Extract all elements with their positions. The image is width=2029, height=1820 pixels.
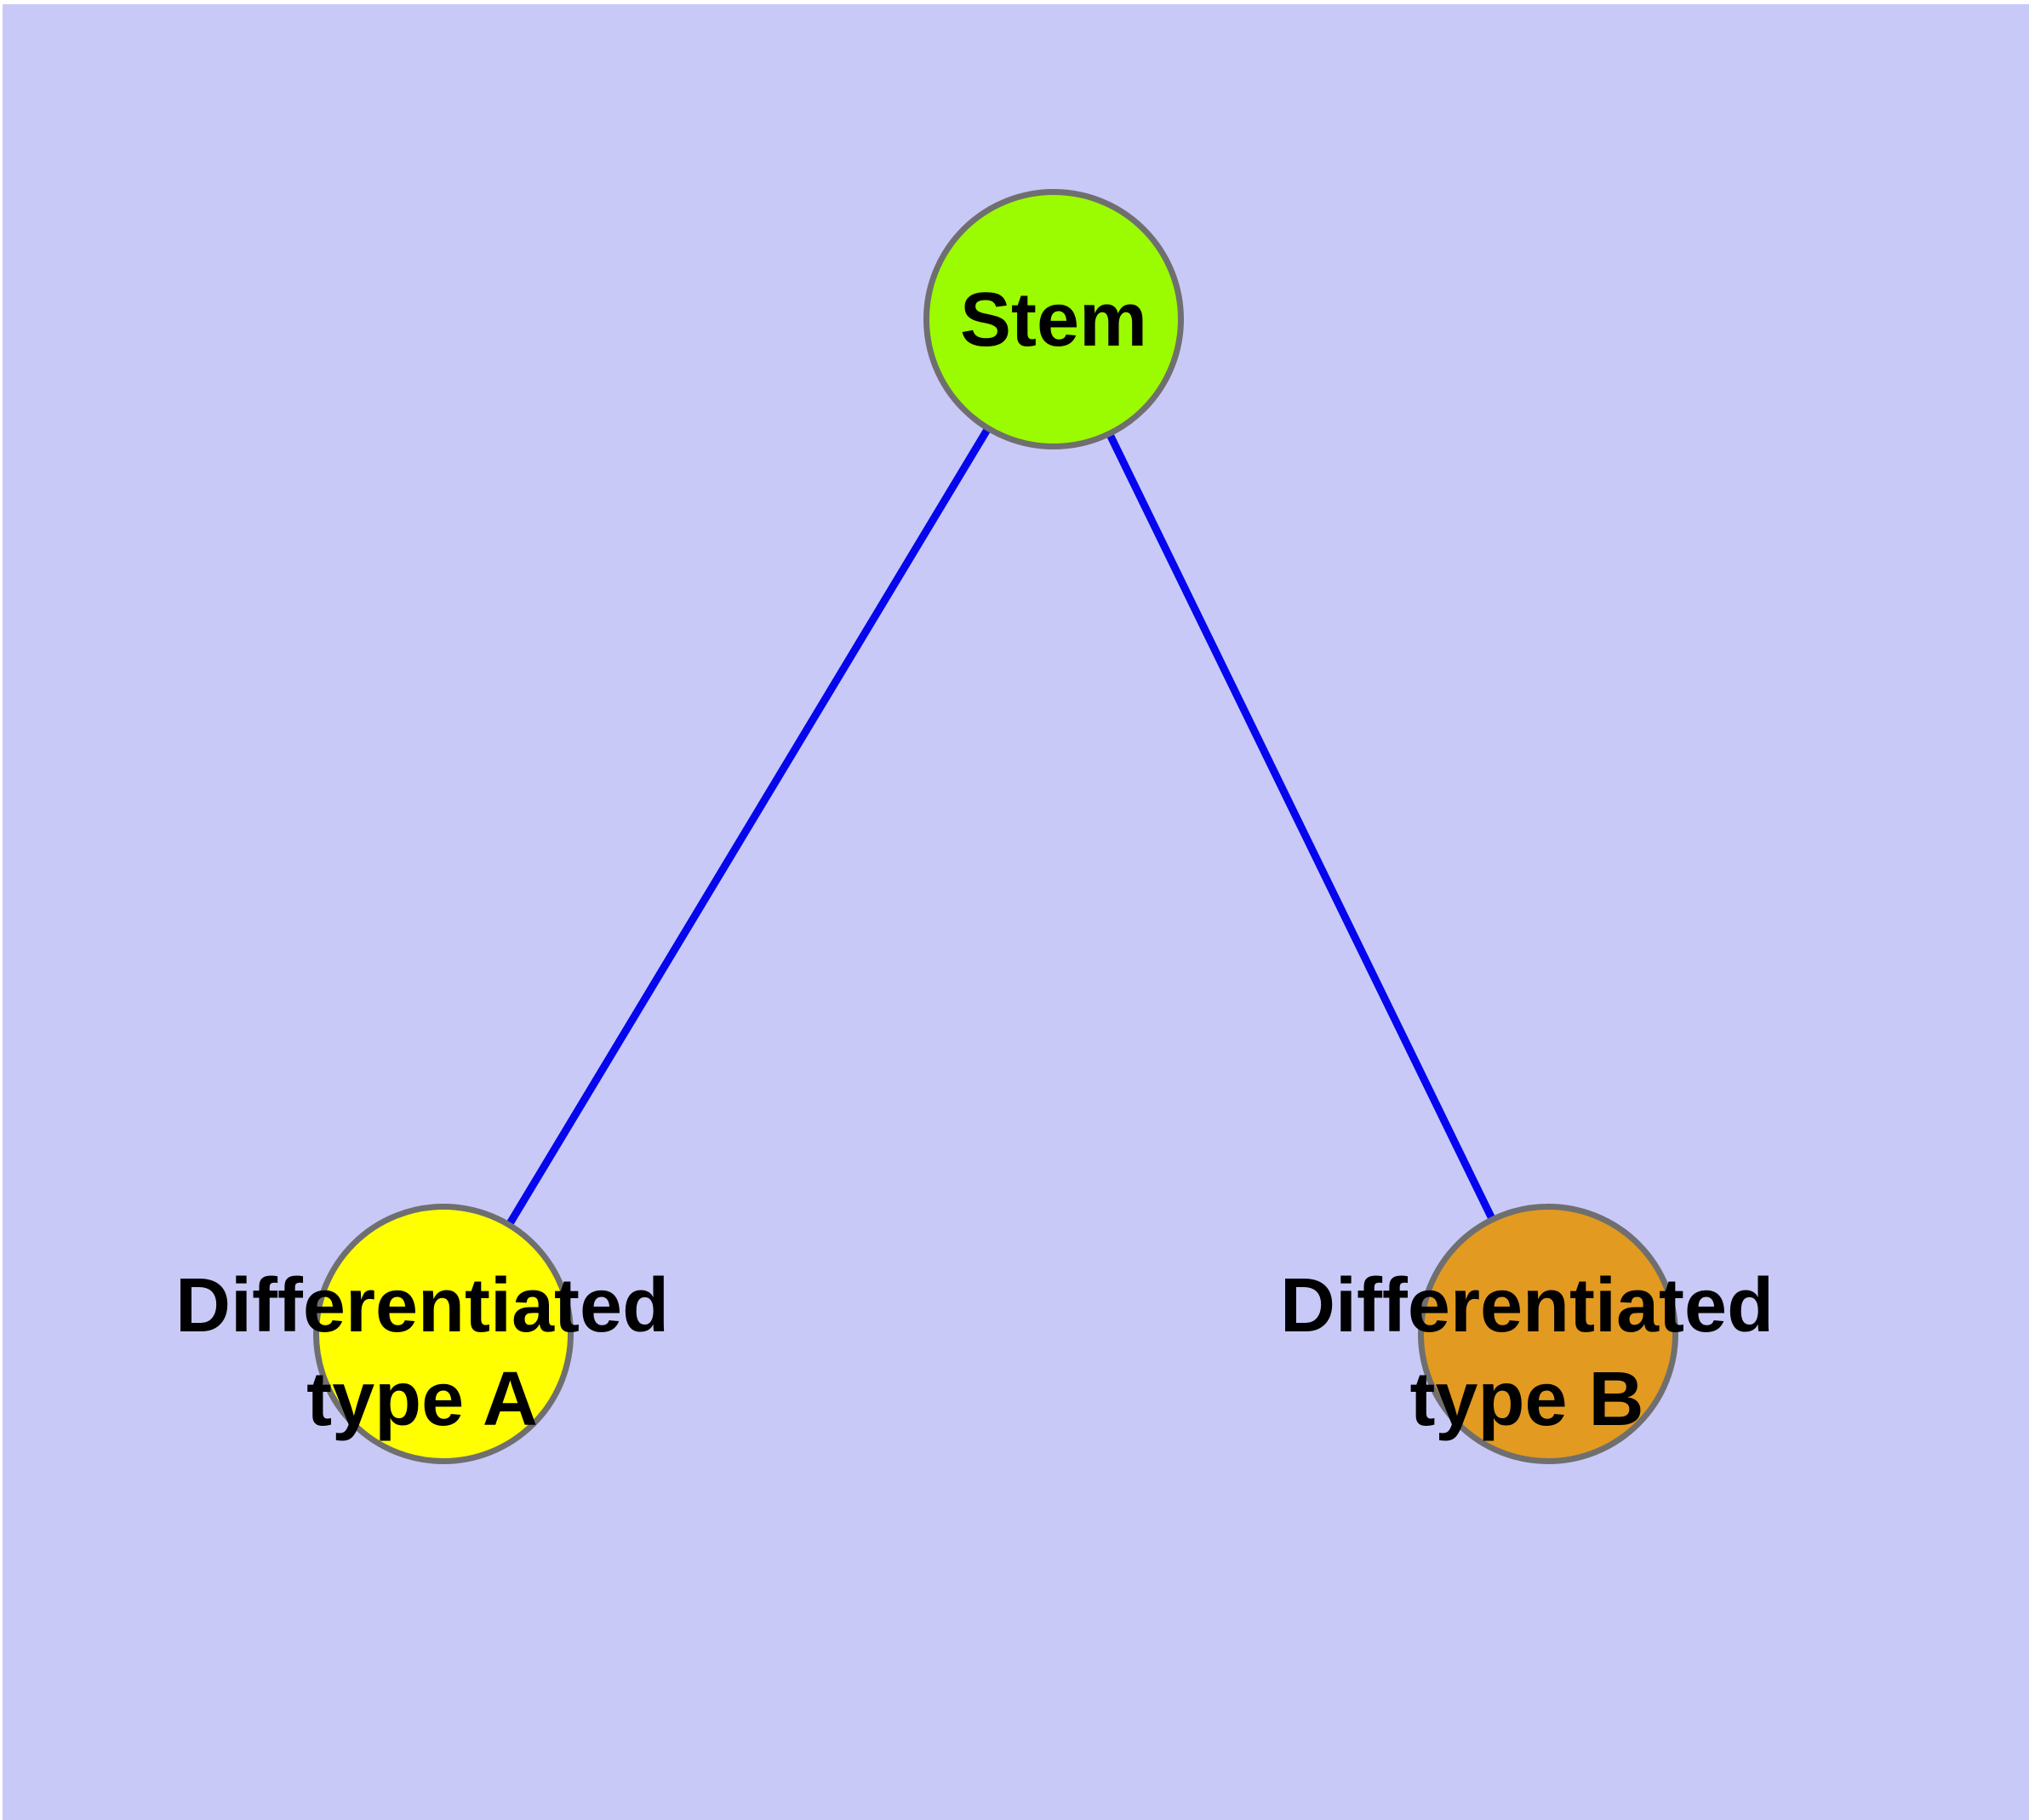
stem-label-text: Stem	[959, 278, 1148, 363]
edge-stem-to-a	[440, 317, 1057, 1336]
edge-layer	[440, 317, 1552, 1336]
node-stem-label: Stem	[960, 282, 1147, 358]
type-a-label-line2: type A	[306, 1357, 538, 1442]
diagram-canvas: Stem Differentiated type A Differentiate…	[3, 4, 2029, 1820]
type-b-label-line1: Differentiated	[1279, 1263, 1775, 1348]
type-a-label-line1: Differentiated	[174, 1263, 670, 1348]
node-type-b-label: Differentiated type B	[1280, 1259, 1774, 1446]
type-b-label-line2: type B	[1409, 1357, 1644, 1442]
node-differentiated-type-a[interactable]	[313, 1204, 574, 1464]
node-stem-cell[interactable]	[923, 189, 1184, 449]
edge-stem-to-b	[1049, 318, 1552, 1336]
node-type-a-label: Differentiated type A	[175, 1259, 669, 1446]
node-differentiated-type-b[interactable]	[1418, 1204, 1678, 1464]
